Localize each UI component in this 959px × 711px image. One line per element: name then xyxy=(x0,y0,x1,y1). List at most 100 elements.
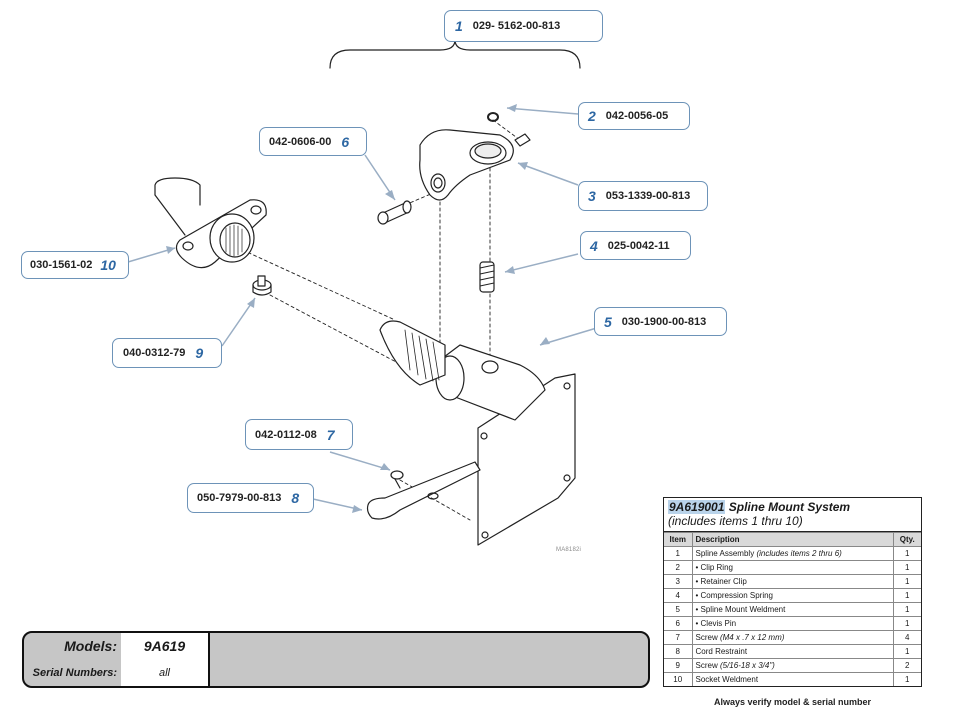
table-row: 7 Screw (M4 x .7 x 12 mm) 4 xyxy=(664,630,921,645)
part-number: 030-1900-00-813 xyxy=(621,315,707,328)
small-screw-part xyxy=(390,470,404,489)
models-box: Models: Serial Numbers: 9A619 all xyxy=(22,631,650,688)
part-number: 040-0312-79 xyxy=(123,347,186,359)
callout-9: 040-0312-79 9 xyxy=(112,338,222,368)
item-number: 8 xyxy=(664,644,693,659)
callout-number: 3 xyxy=(588,188,596,204)
item-number: 10 xyxy=(664,672,693,686)
callout-number: 9 xyxy=(195,345,204,361)
item-qty: 1 xyxy=(892,672,921,686)
table-row: 1 Spline Assembly (includes items 2 thru… xyxy=(664,546,921,561)
item-number: 5 xyxy=(664,602,693,617)
item-number: 3 xyxy=(664,574,693,589)
item-qty: 1 xyxy=(892,588,921,603)
part-number: 025-0042-11 xyxy=(607,239,670,252)
item-description: Screw (5/16-18 x 3/4") xyxy=(691,658,894,673)
parts-grid: Item Description Qty. 1 Spline Assembly … xyxy=(664,532,921,686)
item-description: • Clip Ring xyxy=(691,560,894,575)
assembly-bracket xyxy=(329,39,581,69)
callout-8: 050-7979-00-813 8 xyxy=(187,483,314,513)
table-row: 2 • Clip Ring 1 xyxy=(664,560,921,575)
part-number: 050-7979-00-813 xyxy=(197,492,282,504)
item-number: 1 xyxy=(664,546,693,561)
callout-number: 10 xyxy=(100,257,116,273)
models-values: 9A619 all xyxy=(121,633,210,686)
verify-note: Always verify model & serial number xyxy=(713,697,872,707)
table-row: 9 Screw (5/16-18 x 3/4") 2 xyxy=(664,658,921,673)
item-description: Cord Restraint xyxy=(691,644,894,659)
callout-4: 4 025-0042-11 xyxy=(580,231,691,260)
serial-label: Serial Numbers: xyxy=(32,666,117,679)
item-number: 9 xyxy=(664,658,693,673)
figure-id: MA8182i xyxy=(556,547,582,553)
item-qty: 1 xyxy=(892,560,921,575)
item-description: • Retainer Clip xyxy=(691,574,894,589)
item-qty: 1 xyxy=(892,574,921,589)
table-row: 5 • Spline Mount Weldment 1 xyxy=(664,602,921,617)
callout-number: 2 xyxy=(588,108,596,124)
item-number: 6 xyxy=(664,616,693,631)
item-description: Spline Assembly (includes items 2 thru 6… xyxy=(691,546,894,561)
table-header-row: Item Description Qty. xyxy=(664,532,921,547)
item-qty: 4 xyxy=(892,630,921,645)
serial-value: all xyxy=(158,666,170,679)
item-qty: 2 xyxy=(892,658,921,673)
kit-code: 9A619001 xyxy=(668,500,726,514)
table-row: 8 Cord Restraint 1 xyxy=(664,644,921,659)
part-number: 042-0606-00 xyxy=(269,135,332,148)
part-number: 029- 5162-00-813 xyxy=(472,20,561,32)
part-number: 030-1561-02 xyxy=(30,259,93,271)
callout-6: 042-0606-00 6 xyxy=(259,127,367,156)
callout-5: 5 030-1900-00-813 xyxy=(594,307,727,336)
parts-table-title: 9A619001 Spline Mount System xyxy=(668,500,917,514)
part-number: 042-0056-05 xyxy=(605,110,669,122)
callout-1: 1 029- 5162-00-813 xyxy=(444,10,603,42)
callout-number: 4 xyxy=(590,237,598,254)
compression-spring-part xyxy=(479,261,495,293)
table-row: 3 • Retainer Clip 1 xyxy=(664,574,921,589)
item-number: 2 xyxy=(664,560,693,575)
item-description: • Spline Mount Weldment xyxy=(691,602,894,617)
item-qty: 1 xyxy=(892,546,921,561)
screw-part xyxy=(252,275,272,296)
item-qty: 1 xyxy=(892,616,921,631)
item-description: • Compression Spring xyxy=(691,588,894,603)
callout-number: 8 xyxy=(291,490,300,506)
models-value: 9A619 xyxy=(143,638,186,655)
callout-3: 3 053-1339-00-813 xyxy=(578,181,708,211)
item-qty: 1 xyxy=(892,602,921,617)
callout-number: 5 xyxy=(604,313,612,330)
item-description: Socket Weldment xyxy=(691,672,894,686)
kit-subtitle: (includes items 1 thru 10) xyxy=(668,514,803,528)
callout-number: 6 xyxy=(341,133,350,150)
socket-weldment-part xyxy=(154,177,267,269)
kit-title: Spline Mount System xyxy=(728,500,851,514)
models-labels: Models: Serial Numbers: xyxy=(24,633,123,686)
callout-10: 030-1561-02 10 xyxy=(21,251,129,279)
col-item: Item xyxy=(664,532,693,547)
item-number: 7 xyxy=(664,630,693,645)
col-description: Description xyxy=(691,532,894,547)
models-label: Models: xyxy=(64,638,117,655)
table-row: 4 • Compression Spring 1 xyxy=(664,588,921,603)
cord-restraint-part xyxy=(366,461,481,520)
table-row: 6 • Clevis Pin 1 xyxy=(664,616,921,631)
callout-number: 7 xyxy=(326,426,335,443)
item-number: 4 xyxy=(664,588,693,603)
col-qty: Qty. xyxy=(892,532,921,547)
callout-number: 1 xyxy=(455,18,463,34)
parts-table-header: 9A619001 Spline Mount System (includes i… xyxy=(664,498,921,532)
item-qty: 1 xyxy=(892,644,921,659)
callout-2: 2 042-0056-05 xyxy=(578,102,690,130)
parts-list-table: 9A619001 Spline Mount System (includes i… xyxy=(663,497,922,687)
table-row: 10 Socket Weldment 1 xyxy=(664,672,921,686)
callout-7: 042-0112-08 7 xyxy=(245,419,353,450)
spline-mount-weldment-part xyxy=(379,320,576,546)
part-number: 053-1339-00-813 xyxy=(605,190,691,202)
clip-ring-part xyxy=(487,112,499,122)
item-description: • Clevis Pin xyxy=(691,616,894,631)
part-number: 042-0112-08 xyxy=(255,428,317,441)
clevis-pin-part xyxy=(377,200,412,225)
retainer-clip-part xyxy=(419,129,531,201)
